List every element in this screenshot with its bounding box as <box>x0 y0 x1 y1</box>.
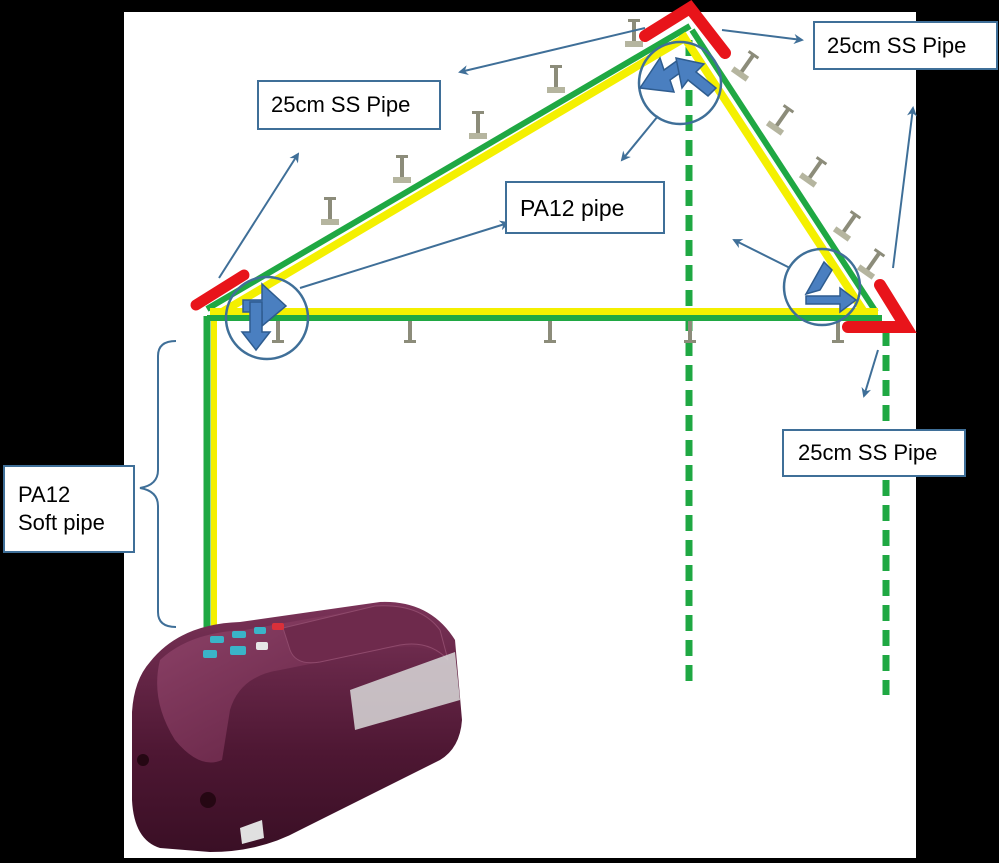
arrow-top-ss-left <box>458 27 646 76</box>
joint-top-circle <box>637 40 723 126</box>
mist-nozzle-icon <box>625 19 643 47</box>
joint-left <box>224 275 310 361</box>
arrow-right-ss-up <box>892 106 917 269</box>
arrow-right-joint-left <box>732 239 791 269</box>
panel-button <box>232 631 246 638</box>
label-ss-pipe-top-right-text: 25cm SS Pipe <box>827 33 967 58</box>
mist-nozzle-icon <box>798 156 828 188</box>
label-pa12-soft-pipe-line1: PA12 <box>18 482 71 507</box>
ss-pipe-right <box>842 279 917 333</box>
arrow-top-joint-down <box>620 115 659 162</box>
misting-pump-icon <box>132 601 462 852</box>
panel-button <box>203 650 217 658</box>
soft-pipe-bracket <box>139 340 177 628</box>
pipe-left-slope-green <box>205 23 692 312</box>
label-ss-pipe-top-left-text: 25cm SS Pipe <box>271 92 411 117</box>
nozzle-group <box>269 19 886 343</box>
label-pa12-soft-pipe-line2: Soft pipe <box>18 510 105 535</box>
elbow-joint-icon <box>804 260 858 314</box>
panel-button <box>256 642 268 650</box>
joint-left-circle <box>224 275 310 361</box>
ss-pipe-left <box>190 269 250 311</box>
panel-button <box>254 627 266 634</box>
device-lid <box>282 605 449 664</box>
callout-arrows <box>218 27 917 398</box>
joint-top <box>637 40 723 126</box>
arrow-top-ss-right <box>721 29 804 44</box>
arrow-right-ss-down <box>861 349 879 398</box>
pipe-left-slope-yellow <box>209 32 691 322</box>
elbow-joint-icon <box>638 56 718 98</box>
pa12-pipe-network <box>203 23 882 630</box>
mist-nozzle-icon <box>469 111 487 139</box>
panel-button <box>272 623 284 630</box>
device-silver-foot <box>240 820 264 844</box>
label-ss-pipe-top-left: 25cm SS Pipe <box>257 80 441 130</box>
device-port-2 <box>137 754 149 766</box>
device-control-panel <box>203 623 284 658</box>
label-ss-pipe-bottom-right: 25cm SS Pipe <box>782 429 966 477</box>
ss-pipe-top <box>639 0 731 59</box>
ss-pipe-markers <box>190 0 917 333</box>
arrow-left-ss-to-label <box>218 152 300 279</box>
device-silver-trim <box>350 652 460 730</box>
label-ss-pipe-bottom-right-text: 25cm SS Pipe <box>798 440 938 465</box>
mist-nozzle-icon <box>321 197 339 225</box>
arrow-joint-left-to-pa12 <box>299 220 510 289</box>
label-ss-pipe-top-right: 25cm SS Pipe <box>813 21 998 70</box>
joint-right <box>782 247 862 327</box>
mist-nozzle-icon <box>730 50 760 82</box>
mist-nozzle-icon <box>765 104 795 136</box>
elbow-joint-icon <box>240 282 288 352</box>
pipe-right-slope-yellow <box>678 31 870 318</box>
label-pa12-pipe: PA12 pipe <box>505 181 665 234</box>
device-port-1 <box>200 792 216 808</box>
mist-nozzle-icon <box>856 248 886 280</box>
joint-right-circle <box>782 247 862 327</box>
label-pa12-pipe-text: PA12 pipe <box>520 195 625 221</box>
pipe-right-slope-green <box>689 28 879 314</box>
label-pa12-soft-pipe: PA12 Soft pipe <box>3 465 135 553</box>
panel-button <box>210 636 224 643</box>
mist-nozzle-icon <box>832 210 862 242</box>
mist-nozzle-icon <box>547 65 565 93</box>
mist-nozzle-icon <box>393 155 411 183</box>
panel-button <box>230 646 246 655</box>
